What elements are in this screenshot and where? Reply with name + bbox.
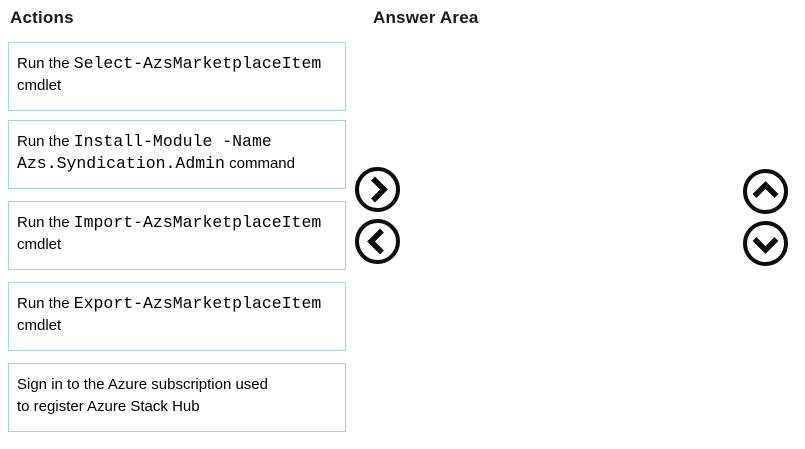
answer-area-header: Answer Area xyxy=(373,8,479,27)
action-text-line: cmdlet xyxy=(17,315,337,337)
move-up-button[interactable] xyxy=(742,168,789,215)
chevron-up-icon xyxy=(742,168,789,215)
action-sign-in-azure[interactable]: Sign in to the Azure subscription used t… xyxy=(8,363,346,432)
actions-column-header: Actions xyxy=(10,8,74,27)
action-text-segment: Import-AzsMarketplaceItem xyxy=(73,213,322,232)
action-select-azsmarketplaceitem[interactable]: Run the Select-AzsMarketplaceItem cmdlet xyxy=(8,42,346,111)
action-text-segment: cmdlet xyxy=(17,236,62,253)
action-text-line: Run the Export-AzsMarketplaceItem xyxy=(17,293,337,315)
action-text-segment: cmdlet xyxy=(17,77,62,94)
action-import-azsmarketplaceitem[interactable]: Run the Import-AzsMarketplaceItem cmdlet xyxy=(8,201,346,270)
chevron-right-icon xyxy=(354,166,401,213)
action-text-line: cmdlet xyxy=(17,234,337,256)
action-text-segment: Run the xyxy=(17,55,74,72)
move-right-button[interactable] xyxy=(354,166,401,213)
chevron-down-icon xyxy=(742,220,789,267)
action-text-segment: Install-Module -Name xyxy=(73,132,272,151)
action-text-line: Azs.Syndication.Admin command xyxy=(17,153,337,175)
action-text-line: Run the Import-AzsMarketplaceItem xyxy=(17,212,337,234)
action-text-segment: Export-AzsMarketplaceItem xyxy=(73,294,322,313)
move-down-button[interactable] xyxy=(742,220,789,267)
action-text-line: Run the Install-Module -Name xyxy=(17,131,337,153)
action-text-segment: Run the xyxy=(17,214,74,231)
action-text-line: to register Azure Stack Hub xyxy=(17,396,337,418)
action-text-segment: Azs.Syndication.Admin xyxy=(17,154,225,173)
action-text-segment: Run the xyxy=(17,295,74,312)
action-text-segment: Select-AzsMarketplaceItem xyxy=(73,54,322,73)
action-install-module[interactable]: Run the Install-Module -Name Azs.Syndica… xyxy=(8,120,346,189)
action-text-line: Sign in to the Azure subscription used xyxy=(17,374,337,396)
move-left-button[interactable] xyxy=(354,218,401,265)
action-export-azsmarketplaceitem[interactable]: Run the Export-AzsMarketplaceItem cmdlet xyxy=(8,282,346,351)
action-text-line: Run the Select-AzsMarketplaceItem xyxy=(17,53,337,75)
action-text-segment: Sign in to the Azure subscription used xyxy=(17,376,268,393)
action-text-segment: Run the xyxy=(17,133,74,150)
action-text-segment: command xyxy=(224,155,295,172)
action-text-segment: cmdlet xyxy=(17,317,62,334)
action-text-line: cmdlet xyxy=(17,75,337,97)
action-text-segment: to register Azure Stack Hub xyxy=(17,398,200,415)
chevron-left-icon xyxy=(354,218,401,265)
